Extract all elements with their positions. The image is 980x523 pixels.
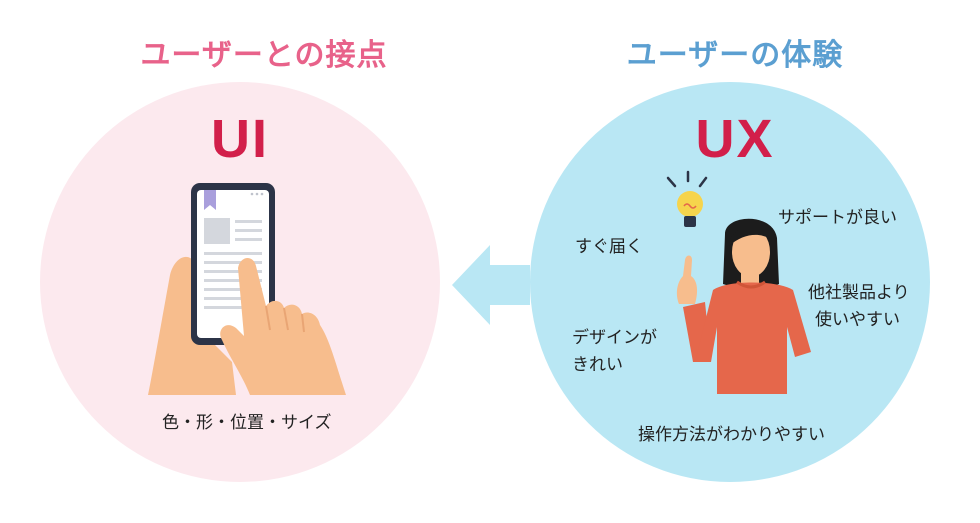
- ux-heading: ユーザーの体験: [626, 38, 844, 73]
- ux-note-products-line1: 他社製品より: [808, 283, 910, 303]
- ux-note-products-line2: 使いやすい: [815, 310, 900, 330]
- ux-note-design-line1: デザインが: [572, 328, 657, 348]
- ux-note-fast: すぐ届く: [575, 237, 643, 257]
- lightbulb-icon: [666, 170, 708, 227]
- ui-caption: 色・形・位置・サイズ: [162, 413, 332, 433]
- hand-holding-smartphone-icon: [148, 183, 346, 395]
- woman-person-icon: [676, 218, 811, 394]
- ux-note-design-line2: きれい: [572, 355, 623, 375]
- ux-note-support: サポートが良い: [778, 208, 897, 228]
- ux-label: UX: [695, 109, 775, 169]
- ux-note-operation: 操作方法がわかりやすい: [638, 425, 825, 445]
- arrow-left-icon: [452, 245, 530, 325]
- ui-heading: ユーザーとの接点: [140, 38, 388, 73]
- ui-label: UI: [211, 109, 269, 169]
